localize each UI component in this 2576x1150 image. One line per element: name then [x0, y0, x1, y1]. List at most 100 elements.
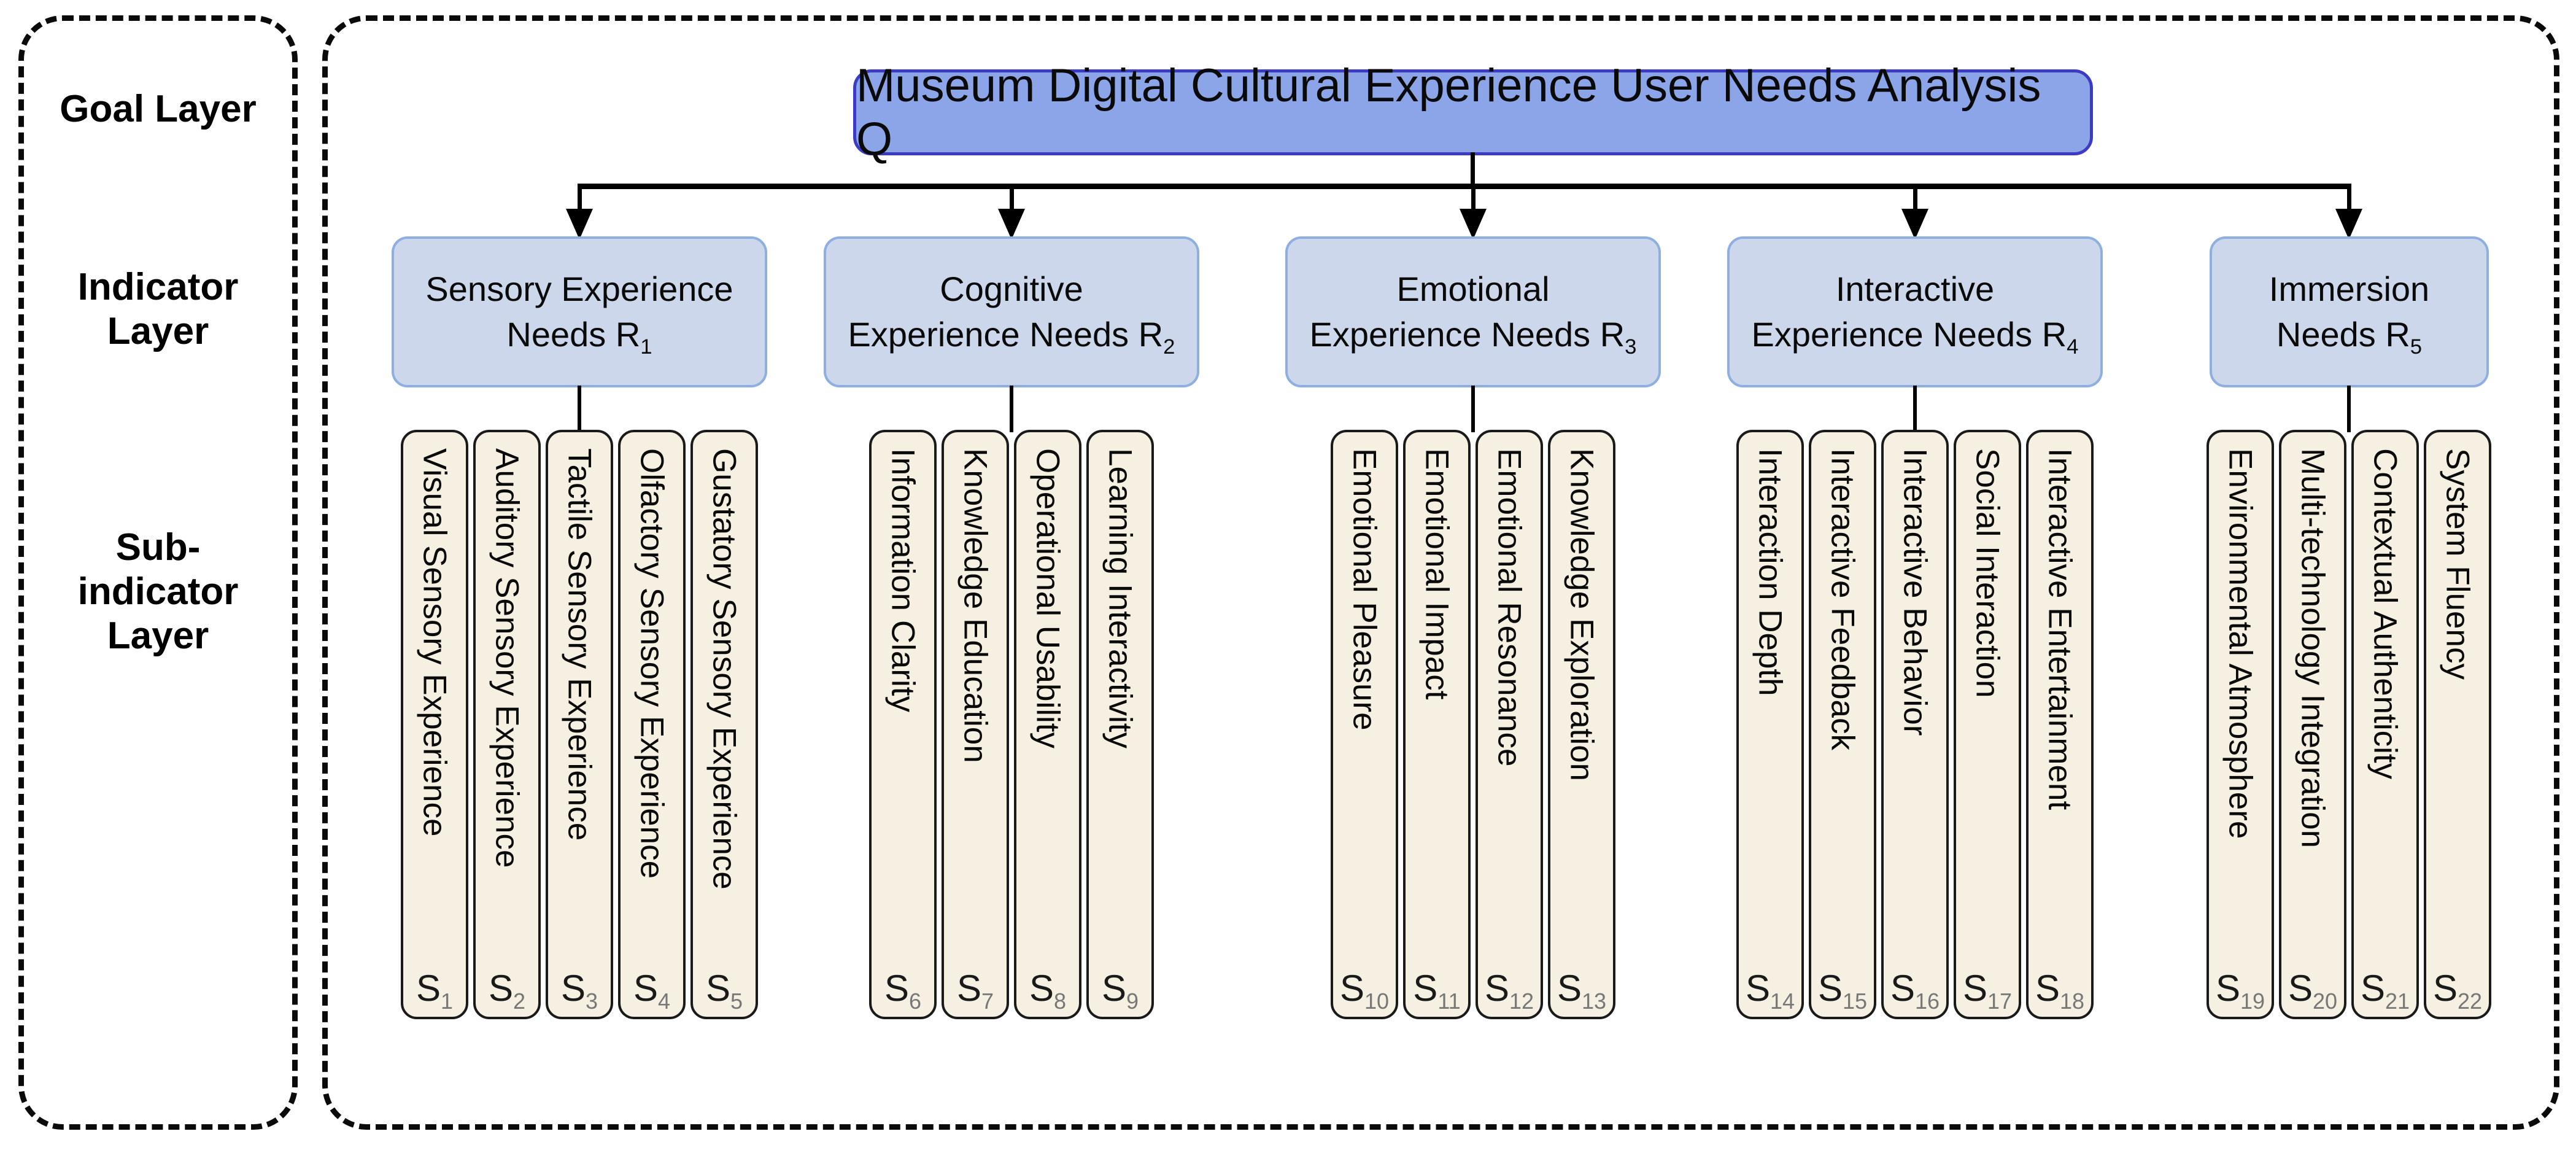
code-subscript: 7: [981, 989, 994, 1014]
indicator-r1-subscript: 1: [640, 335, 652, 359]
sub-indicator-label-s4: Olfactory Sensory Experience: [633, 448, 670, 879]
sub-indicator-code-s21: S21: [2360, 967, 2410, 1012]
indicator-r1-line2: Needs R1: [506, 312, 652, 359]
code-letter: S: [1817, 968, 1843, 1009]
sub-indicator-code-s13: S13: [1557, 967, 1606, 1012]
sub-indicator-pill-s16: Interactive Behavior S16: [1881, 430, 1949, 1019]
sub-indicator-layer-label-line1: Sub-: [115, 526, 201, 569]
arrow-shaft-r1: [578, 188, 582, 213]
code-subscript: 3: [586, 989, 598, 1014]
indicator-node-r1: Sensory Experience Needs R1: [392, 236, 767, 387]
sub-indicator-pill-s4: Olfactory Sensory Experience S4: [618, 430, 686, 1019]
sub-indicator-label-s19: Environmental Atmosphere: [2222, 448, 2259, 839]
stub-r5: [2347, 386, 2351, 432]
sub-indicator-label-s12: Emotional Resonance: [1491, 448, 1528, 767]
code-letter: S: [2432, 968, 2458, 1009]
code-subscript: 1: [441, 989, 454, 1014]
sub-indicator-pill-s8: Operational Usability S8: [1014, 430, 1081, 1019]
arrow-head-r4: [1901, 209, 1928, 239]
stub-r2: [1010, 386, 1013, 432]
indicator-r2-line1: Cognitive: [940, 270, 1083, 309]
indicator-r4-line2: Experience Needs R4: [1752, 312, 2079, 359]
code-letter: S: [884, 968, 909, 1009]
sub-indicator-code-s11: S11: [1413, 967, 1460, 1012]
code-letter: S: [1101, 968, 1126, 1009]
arrow-shaft-r4: [1913, 188, 1917, 213]
sub-indicator-label-s11: Emotional Impact: [1418, 448, 1455, 700]
code-subscript: 15: [1842, 989, 1868, 1014]
indicator-r3-line2: Experience Needs R3: [1309, 312, 1637, 359]
indicator-layer-label-line2: Layer: [107, 309, 209, 352]
sub-indicator-pill-s17: Social Interaction S17: [1954, 430, 2021, 1019]
indicator-node-r5: Immersion Needs R5: [2210, 236, 2489, 387]
sub-indicator-pill-s18: Interactive Entertainment S18: [2026, 430, 2094, 1019]
sub-indicator-code-s3: S3: [560, 967, 598, 1012]
code-letter: S: [1962, 968, 1987, 1009]
sub-indicator-pill-s19: Environmental Atmosphere S19: [2207, 430, 2274, 1019]
goal-node: Museum Digital Cultural Experience User …: [853, 60, 2093, 165]
sub-indicator-label-s17: Social Interaction: [1969, 448, 2006, 698]
code-letter: S: [705, 968, 730, 1009]
code-letter: S: [1557, 968, 1582, 1009]
sub-indicator-pill-s6: Information Clarity S6: [869, 430, 937, 1019]
sub-indicator-label-s5: Gustatory Sensory Experience: [706, 448, 743, 890]
sub-indicator-pill-s20: Multi-technology Integration S20: [2279, 430, 2346, 1019]
goal-connector-line: [1471, 152, 1475, 185]
sub-indicator-code-s17: S17: [1962, 967, 2012, 1012]
sub-indicator-code-s19: S19: [2216, 967, 2265, 1012]
code-subscript: 13: [1581, 989, 1607, 1014]
code-subscript: 5: [730, 989, 743, 1014]
sub-indicator-label-s9: Learning Interactivity: [1102, 448, 1139, 749]
code-letter: S: [2360, 968, 2385, 1009]
sub-indicator-code-s8: S8: [1029, 967, 1066, 1012]
sub-indicator-pill-s11: Emotional Impact S11: [1403, 430, 1471, 1019]
layer-legend-panel: Goal Layer Indicator Layer Sub- indicato…: [18, 15, 298, 1130]
code-subscript: 11: [1437, 989, 1461, 1014]
code-letter: S: [2035, 968, 2060, 1009]
sub-indicator-code-s20: S20: [2288, 967, 2337, 1012]
indicator-r5-line2-text: Needs R: [2276, 315, 2410, 354]
code-subscript: 21: [2385, 989, 2410, 1014]
sub-indicator-label-s2: Auditory Sensory Experience: [489, 448, 525, 868]
code-letter: S: [416, 968, 441, 1009]
sub-indicator-label-s22: System Fluency: [2439, 448, 2476, 680]
sub-indicator-code-s12: S12: [1485, 967, 1534, 1012]
sub-indicator-code-s5: S5: [705, 967, 743, 1012]
sub-indicator-label-s13: Knowledge Exploration: [1563, 448, 1600, 782]
stub-r3: [1471, 386, 1475, 432]
sub-indicator-pill-s14: Interaction Depth S14: [1736, 430, 1804, 1019]
sub-indicator-code-s22: S22: [2432, 967, 2482, 1012]
sub-indicator-layer-label-line2: indicator: [77, 570, 239, 613]
code-letter: S: [488, 968, 513, 1009]
sub-indicator-pill-s2: Auditory Sensory Experience S2: [473, 430, 541, 1019]
sub-indicator-label-s18: Interactive Entertainment: [2041, 448, 2078, 810]
code-letter: S: [2288, 968, 2313, 1009]
code-letter: S: [1339, 968, 1364, 1009]
indicator-r5-line1: Immersion: [2269, 270, 2430, 309]
sub-indicator-group-r1: Visual Sensory Experience S1 Auditory Se…: [401, 430, 758, 1019]
code-subscript: 20: [2312, 989, 2338, 1014]
code-subscript: 18: [2059, 989, 2085, 1014]
indicator-r3-subscript: 3: [1625, 335, 1637, 359]
sub-indicator-pill-s12: Emotional Resonance S12: [1476, 430, 1543, 1019]
sub-indicator-code-s1: S1: [416, 967, 453, 1012]
sub-indicator-pill-s9: Learning Interactivity S9: [1086, 430, 1154, 1019]
indicator-r4-subscript: 4: [2067, 335, 2079, 359]
sub-indicator-label-s21: Contextual Authenticity: [2367, 448, 2404, 780]
stub-r1: [578, 386, 581, 432]
code-letter: S: [560, 968, 586, 1009]
arrow-head-r2: [998, 209, 1025, 239]
sub-indicator-label-s8: Operational Usability: [1029, 448, 1066, 749]
code-letter: S: [1745, 968, 1770, 1009]
indicator-r3-line2-text: Experience Needs R: [1309, 315, 1625, 354]
sub-indicator-label-s6: Information Clarity: [884, 448, 921, 713]
sub-indicator-code-s9: S9: [1101, 967, 1139, 1012]
sub-indicator-pill-s15: Interactive Feedback S15: [1809, 430, 1876, 1019]
sub-indicator-label-s1: Visual Sensory Experience: [416, 448, 453, 837]
indicator-r4-line1: Interactive: [1835, 270, 1995, 309]
arrow-shaft-r3: [1471, 188, 1476, 213]
sub-indicator-label-s14: Interaction Depth: [1752, 448, 1789, 696]
code-subscript: 22: [2457, 989, 2483, 1014]
arrow-head-r3: [1460, 209, 1487, 239]
